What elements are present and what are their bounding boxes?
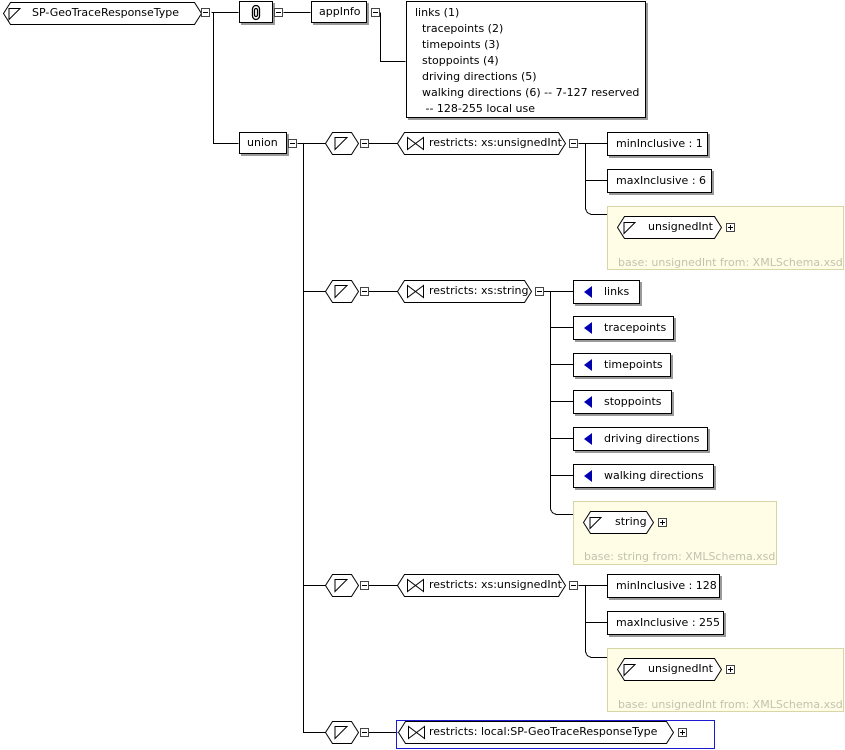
union-label: union (247, 136, 278, 149)
facet-min-inclusive[interactable]: minInclusive : 128 (607, 574, 720, 598)
restriction-label: restricts: xs:unsignedInt (429, 578, 562, 591)
base-type-expand-button[interactable] (726, 223, 735, 232)
enum-item[interactable]: walking directions (573, 464, 714, 488)
enum-item[interactable]: driving directions (573, 427, 708, 451)
enum-item[interactable]: tracepoints (573, 316, 674, 340)
annotation-node[interactable] (239, 1, 273, 23)
enum-item[interactable]: stoppoints (573, 390, 672, 414)
annotation-collapse-button[interactable] (274, 8, 283, 17)
restriction-icon (407, 136, 424, 151)
restriction3-collapse-button[interactable] (569, 581, 578, 590)
restriction-label: restricts: xs:string (429, 284, 529, 297)
member-simpletype-2[interactable] (324, 280, 361, 307)
simpletype-icon (589, 517, 603, 530)
doc-line: timepoints (3) (415, 38, 500, 51)
doc-line: -- 128-255 local use (415, 102, 535, 115)
doc-line: driving directions (5) (415, 70, 537, 83)
paperclip-icon (251, 4, 261, 21)
base-type-node[interactable]: string (582, 511, 657, 538)
facet-max-inclusive[interactable]: maxInclusive : 255 (607, 611, 724, 635)
enumeration-icon (584, 470, 592, 482)
root-type-label: SP-GeoTraceResponseType (32, 6, 180, 19)
restriction-icon (408, 725, 425, 740)
base-type-note: base: string from: XMLSchema.xsd (584, 550, 776, 563)
facet-max-inclusive[interactable]: maxInclusive : 6 (607, 169, 712, 193)
union-node[interactable]: union (239, 132, 287, 154)
base-type-note: base: unsignedInt from: XMLSchema.xsd (618, 698, 843, 711)
doc-line: tracepoints (2) (415, 22, 504, 35)
enumeration-icon (584, 359, 592, 371)
simpletype-icon (623, 222, 637, 235)
doc-line: walking directions (6) -- 7-127 reserved (415, 86, 640, 99)
appinfo-collapse-button[interactable] (371, 8, 380, 17)
simpletype-icon (334, 137, 349, 151)
base-type-node[interactable]: unsignedInt (616, 216, 725, 243)
simpletype-icon (8, 8, 22, 21)
simpletype-icon (623, 664, 637, 677)
facet-min-inclusive[interactable]: minInclusive : 1 (607, 132, 708, 156)
simpletype-icon (334, 579, 349, 593)
root-simpletype-node[interactable]: SP-GeoTraceResponseType (2, 2, 203, 29)
member-simpletype-1[interactable] (324, 132, 361, 159)
base-type-label: unsignedInt (648, 662, 713, 675)
restriction-node-2[interactable]: restricts: xs:string (396, 280, 535, 307)
doc-line: links (1) (415, 6, 460, 19)
appinfo-label: appInfo (319, 5, 361, 18)
simpletype-icon (334, 726, 349, 740)
member-simpletype-4[interactable] (324, 721, 361, 748)
base-type-label: string (615, 515, 647, 528)
base-type-node[interactable]: unsignedInt (616, 658, 725, 685)
restriction-label: restricts: local:SP-GeoTraceResponseType (429, 725, 658, 738)
enumeration-icon (584, 286, 592, 298)
member2-collapse-button[interactable] (360, 287, 369, 296)
restriction4-expand-button[interactable] (678, 728, 687, 737)
base-type-expand-button[interactable] (658, 518, 667, 527)
member-simpletype-3[interactable] (324, 574, 361, 601)
restriction2-collapse-button[interactable] (535, 287, 544, 296)
union-collapse-button[interactable] (288, 139, 297, 148)
appinfo-node[interactable]: appInfo (311, 1, 367, 23)
selected-node-highlight (396, 720, 715, 749)
restriction1-collapse-button[interactable] (569, 139, 578, 148)
documentation-box: links (1) tracepoints (2) timepoints (3)… (406, 1, 646, 118)
restriction-node-4[interactable]: restricts: local:SP-GeoTraceResponseType (397, 721, 676, 748)
member4-collapse-button[interactable] (360, 728, 369, 737)
restriction-node-1[interactable]: restricts: xs:unsignedInt (396, 132, 569, 159)
member1-collapse-button[interactable] (360, 139, 369, 148)
enumeration-icon (584, 396, 592, 408)
enum-item[interactable]: links (573, 280, 640, 304)
base-type-note: base: unsignedInt from: XMLSchema.xsd (618, 256, 843, 269)
restriction-icon (407, 578, 424, 593)
doc-line: stoppoints (4) (415, 54, 499, 67)
restriction-label: restricts: xs:unsignedInt (429, 136, 562, 149)
restriction-icon (407, 284, 424, 299)
simpletype-icon (334, 285, 349, 299)
simpletype-hexagon-shape (2, 2, 203, 25)
base-type-expand-button[interactable] (726, 665, 735, 674)
restriction-node-3[interactable]: restricts: xs:unsignedInt (396, 574, 569, 601)
enumeration-icon (584, 322, 592, 334)
enum-item[interactable]: timepoints (573, 353, 671, 377)
base-type-label: unsignedInt (648, 220, 713, 233)
root-collapse-button[interactable] (201, 8, 210, 17)
member3-collapse-button[interactable] (360, 581, 369, 590)
enumeration-icon (584, 433, 592, 445)
